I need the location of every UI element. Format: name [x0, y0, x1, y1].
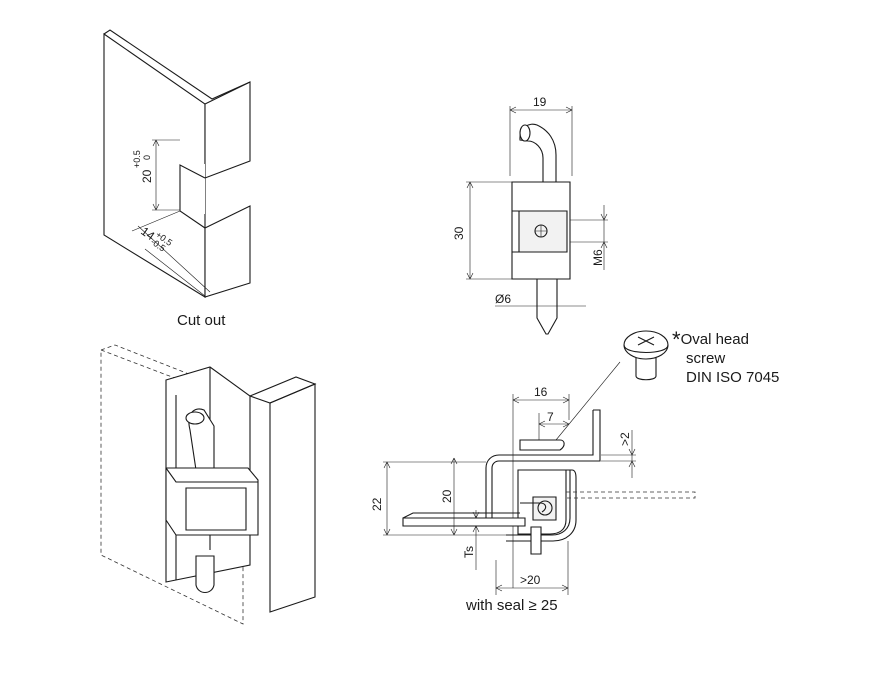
screw-note: *Oval head screw DIN ISO 7045 [672, 327, 779, 387]
width-16-dim: 16 [534, 385, 548, 399]
seal-caption: with seal ≥ 25 [466, 597, 558, 614]
screw-note-line3: DIN ISO 7045 [686, 369, 780, 386]
cutout-height-tol-top: +0.5 [132, 150, 142, 168]
screw-note-line2: screw [686, 350, 726, 367]
width-20-dim: >20 [520, 573, 541, 587]
screw-note-line1: Oval head [680, 331, 749, 348]
cutout-view [103, 29, 251, 298]
thread-m6-dim: M6 [591, 249, 605, 266]
isometric-hinge-view [100, 344, 317, 625]
gap-dim: >2 [618, 432, 632, 446]
height-30-dim: 30 [452, 226, 466, 240]
ts-dim: Ts [462, 546, 476, 558]
front-view [466, 106, 608, 335]
width-19-dim: 19 [533, 95, 547, 109]
cutout-height-dim: 20 [140, 169, 154, 183]
oval-head-screw-icon [623, 330, 669, 381]
section-view [383, 361, 696, 595]
cutout-caption: Cut out [177, 312, 226, 329]
cutout-height-tol-bottom: 0 [142, 155, 152, 160]
screw-note-marker: * [672, 327, 681, 352]
height-20-dim: 20 [440, 489, 454, 503]
diameter-6-dim: Ø6 [495, 292, 511, 306]
width-7-dim: 7 [547, 410, 554, 424]
height-22-dim: 22 [370, 497, 384, 511]
